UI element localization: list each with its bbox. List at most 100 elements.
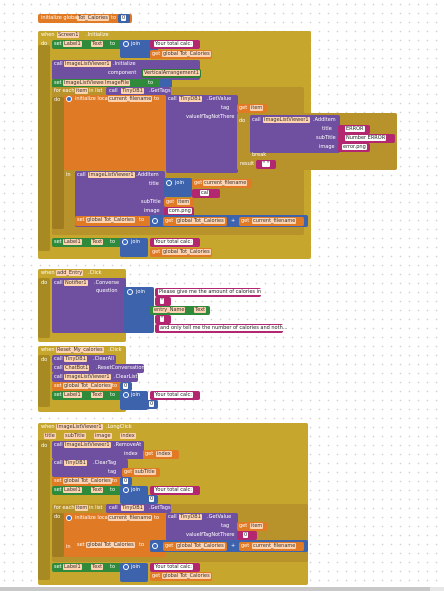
mutator-icon[interactable] bbox=[123, 41, 129, 47]
local-var-name[interactable]: current_filename bbox=[252, 218, 297, 224]
number-value[interactable]: 0 bbox=[149, 401, 155, 407]
mutator-icon[interactable] bbox=[123, 392, 129, 398]
local-var-name[interactable]: current_filename bbox=[252, 543, 297, 549]
number-value[interactable]: 0 bbox=[123, 383, 129, 389]
local-var-name[interactable]: current_filename bbox=[203, 180, 248, 186]
call-chatbot-reset[interactable] bbox=[52, 364, 144, 373]
error-string[interactable]: ERROR bbox=[345, 126, 365, 132]
com-png-string[interactable]: com.png bbox=[168, 208, 192, 214]
tinydb-dropdown[interactable]: TinyDB1 bbox=[121, 505, 144, 511]
scrollbar-thumb[interactable] bbox=[0, 587, 430, 591]
mutator-icon[interactable] bbox=[66, 96, 72, 102]
get-keyword: get bbox=[152, 249, 161, 255]
tinydb-dropdown[interactable]: TinyDB1 bbox=[121, 88, 144, 94]
q6-string[interactable]: and only tell me the number of calories … bbox=[159, 325, 289, 331]
item-var[interactable]: item bbox=[75, 505, 89, 511]
text-property-dropdown[interactable]: Text bbox=[91, 239, 104, 245]
q2-string[interactable]: " bbox=[160, 298, 165, 304]
number-value[interactable]: 0 bbox=[123, 478, 129, 484]
global-name-field[interactable]: Tot_Calories bbox=[77, 15, 109, 21]
component-dropdown[interactable]: Screen1 bbox=[57, 32, 80, 38]
global-var-dropdown[interactable]: global Tot_Calories bbox=[176, 218, 225, 224]
lv1-dropdown[interactable]: ImageListViewer1 bbox=[64, 61, 111, 67]
global-var-dropdown[interactable]: global Tot_Calories bbox=[176, 543, 225, 549]
mutator-icon[interactable] bbox=[152, 218, 158, 224]
text-property-dropdown[interactable]: Text bbox=[91, 41, 104, 47]
join-block[interactable] bbox=[120, 40, 158, 58]
text-string-value[interactable]: Your total calc: bbox=[154, 564, 193, 570]
text-string-value[interactable]: Your total calc: bbox=[154, 392, 193, 398]
q5-string[interactable]: " bbox=[160, 316, 165, 322]
component-dropdown[interactable]: ImageListViewer1 bbox=[56, 424, 103, 430]
item-var[interactable]: item bbox=[250, 105, 264, 111]
global-var-dropdown[interactable]: global Tot_Calories bbox=[86, 217, 135, 223]
text-string-value[interactable]: Your total calc: bbox=[154, 41, 193, 47]
param-image[interactable]: image bbox=[94, 433, 112, 439]
number-error-string[interactable]: Number ERROR bbox=[345, 135, 387, 141]
text-property-dropdown[interactable]: Text bbox=[91, 564, 104, 570]
mutator-icon[interactable] bbox=[166, 180, 172, 186]
global-var-dropdown[interactable]: global Tot_Calories bbox=[162, 573, 211, 579]
label1-dropdown[interactable]: Label1 bbox=[63, 564, 82, 570]
global-var-dropdown[interactable]: global Tot_Calories bbox=[63, 383, 112, 389]
cal-string[interactable]: cal bbox=[200, 190, 210, 196]
lv1-dropdown[interactable]: ImageListViewer1 bbox=[263, 117, 310, 123]
global-var-dropdown[interactable]: global Tot_Calories bbox=[162, 249, 211, 255]
notifier-dropdown[interactable]: Notifier1 bbox=[64, 280, 88, 286]
subtitle-var[interactable]: subTitle bbox=[134, 469, 156, 475]
quote-string[interactable]: " " bbox=[262, 161, 271, 167]
errorpng-string[interactable]: error.png bbox=[342, 144, 367, 150]
index-var[interactable]: index bbox=[156, 451, 172, 457]
init-local-block[interactable] bbox=[64, 95, 166, 170]
init-number[interactable]: 0 bbox=[121, 15, 127, 21]
horizontal-scrollbar[interactable] bbox=[0, 587, 444, 591]
local-var-name[interactable]: current_filename bbox=[108, 96, 153, 102]
text-string-value[interactable]: Your total calc: bbox=[154, 239, 193, 245]
param-index[interactable]: index bbox=[120, 433, 136, 439]
global-var-dropdown[interactable]: global Tot_Calories bbox=[162, 51, 211, 57]
label1-dropdown[interactable]: Label1 bbox=[63, 392, 82, 398]
tinydb-dropdown[interactable]: TinyDB1 bbox=[64, 460, 87, 466]
number-value[interactable]: 0 bbox=[149, 496, 155, 502]
lv1-dropdown[interactable]: ImageListViewer1 bbox=[63, 80, 110, 86]
tinydb-dropdown[interactable]: TinyDB1 bbox=[64, 356, 87, 362]
mutator-icon[interactable] bbox=[152, 543, 158, 549]
label1-dropdown[interactable]: Label1 bbox=[63, 239, 82, 245]
mutator-icon[interactable] bbox=[66, 515, 72, 521]
item-var[interactable]: item bbox=[177, 199, 191, 205]
number-block[interactable] bbox=[160, 79, 172, 88]
entry-name-dropdown[interactable]: entry_Name bbox=[153, 307, 186, 313]
call-tinydb-getvalue[interactable] bbox=[166, 95, 238, 173]
param-subtitle[interactable]: subTitle bbox=[64, 433, 86, 439]
call-tinydb-getvalue[interactable] bbox=[166, 513, 238, 541]
item-var[interactable]: item bbox=[250, 523, 264, 529]
lv1-dropdown[interactable]: ImageListViewer1 bbox=[88, 172, 135, 178]
text-string-value[interactable]: Your total calc: bbox=[154, 487, 193, 493]
item-var[interactable]: item bbox=[75, 88, 89, 94]
component-dropdown[interactable]: Reset_My_calories bbox=[56, 347, 104, 353]
va1-dropdown[interactable]: VerticalArrangement1 bbox=[143, 70, 200, 76]
label1-dropdown[interactable]: Label1 bbox=[63, 41, 82, 47]
lv1-dropdown[interactable]: ImageListViewer1 bbox=[64, 374, 111, 380]
tinydb-dropdown[interactable]: TinyDB1 bbox=[179, 96, 202, 102]
mutator-icon[interactable] bbox=[123, 487, 129, 493]
text-property-dropdown[interactable]: Text bbox=[91, 487, 104, 493]
text-property-dropdown[interactable]: Text bbox=[91, 392, 104, 398]
q1-string[interactable]: Please give me the amount of calories in bbox=[158, 289, 263, 295]
zero-string[interactable]: 0 bbox=[243, 532, 249, 538]
call-notifier-converse[interactable] bbox=[52, 278, 126, 333]
global-var-dropdown[interactable]: global Tot_Calories bbox=[63, 478, 112, 484]
imagefile-dropdown[interactable]: ImageFile bbox=[104, 80, 131, 86]
mutator-icon[interactable] bbox=[123, 564, 129, 570]
text-property-dropdown[interactable]: Text bbox=[194, 307, 207, 313]
param-title[interactable]: title bbox=[44, 433, 56, 439]
component-dropdown[interactable]: add_Entry bbox=[56, 270, 84, 276]
mutator-icon[interactable] bbox=[122, 239, 128, 245]
chatbot-dropdown[interactable]: ChatBot1 bbox=[64, 365, 90, 371]
lv1-dropdown[interactable]: ImageListViewer1 bbox=[64, 442, 111, 448]
local-var-name[interactable]: current_filename bbox=[108, 515, 153, 521]
tinydb-dropdown[interactable]: TinyDB1 bbox=[179, 514, 202, 520]
mutator-icon[interactable] bbox=[127, 289, 133, 295]
global-var-dropdown[interactable]: global Tot_Calories bbox=[86, 542, 135, 548]
label1-dropdown[interactable]: Label1 bbox=[63, 487, 82, 493]
